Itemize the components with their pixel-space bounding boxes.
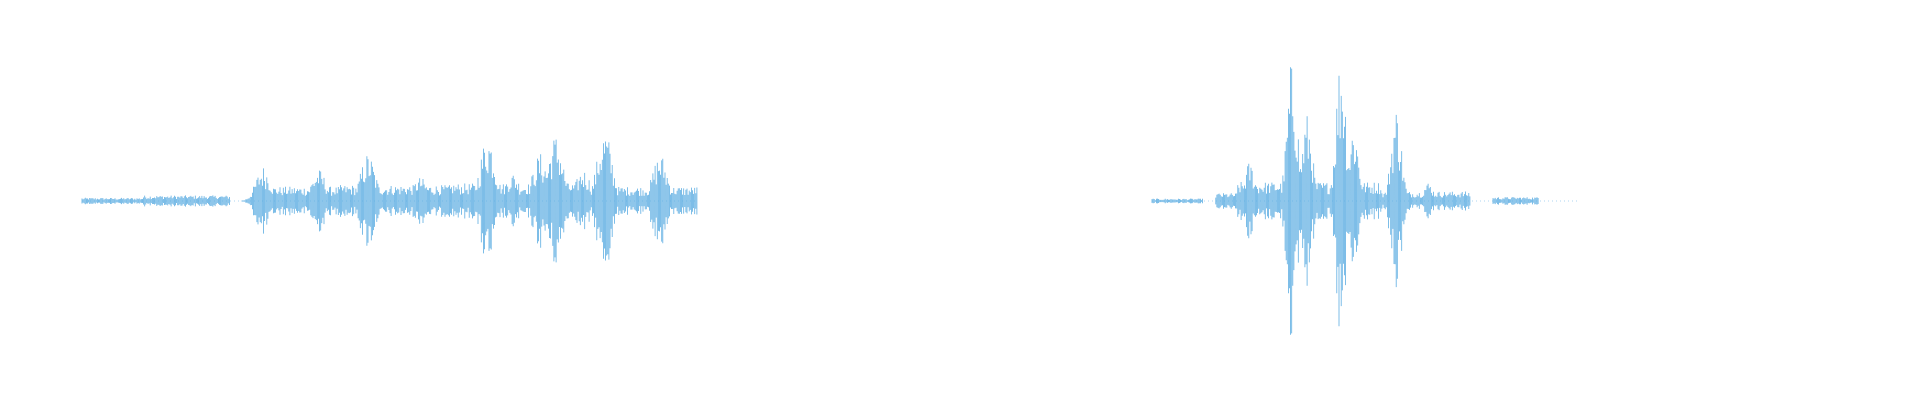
waveform-clip-1[interactable] bbox=[81, 139, 698, 263]
waveform-clip-2[interactable] bbox=[1151, 67, 1577, 335]
